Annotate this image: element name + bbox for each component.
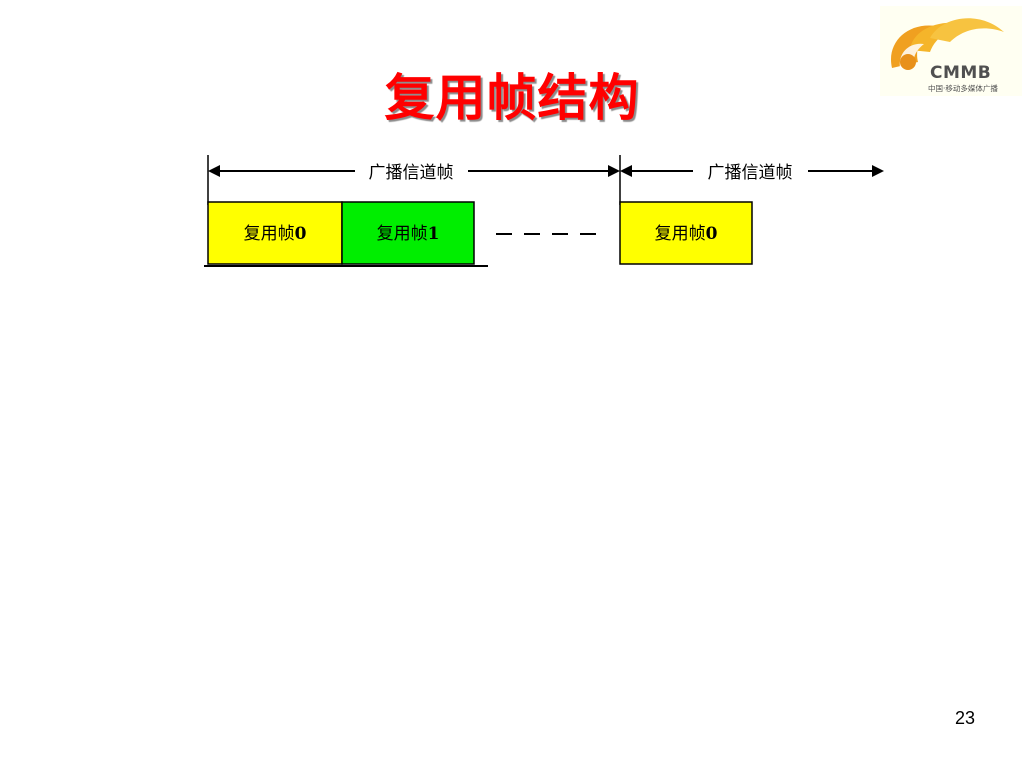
logo-text: CMMB (930, 63, 992, 83)
cmmb-logo-icon (891, 18, 1004, 70)
mux-frame-label-2: 复用帧0 (655, 224, 718, 244)
cmmb-logo: CMMB 中国·移动多媒体广播 (880, 6, 1022, 96)
slide-title: 复用帧结构 (384, 69, 640, 127)
mux-frame-label-text-0: 复用帧 (244, 224, 295, 244)
mux-frame-index-1: 1 (428, 224, 440, 244)
channel-frame-2-label: 广播信道帧 (708, 163, 793, 183)
logo-subtext: 中国·移动多媒体广播 (928, 84, 998, 93)
mux-frame-label-text-1: 复用帧 (377, 224, 428, 244)
mux-frame-box-0 (207, 201, 343, 265)
mux-frame-label-text-2: 复用帧 (655, 224, 706, 244)
mux-frame-label-1: 复用帧1 (377, 224, 440, 244)
mux-frame-box-2 (619, 201, 753, 265)
mux-frame-index-0: 0 (295, 224, 307, 244)
mux-frame-box-1 (341, 201, 475, 265)
channel-frame-label: 广播信道帧 (369, 163, 454, 183)
page-number: 23 (954, 708, 976, 728)
mux-frame-index-2: 0 (706, 224, 718, 244)
mux-frame-label-0: 复用帧0 (244, 224, 307, 244)
